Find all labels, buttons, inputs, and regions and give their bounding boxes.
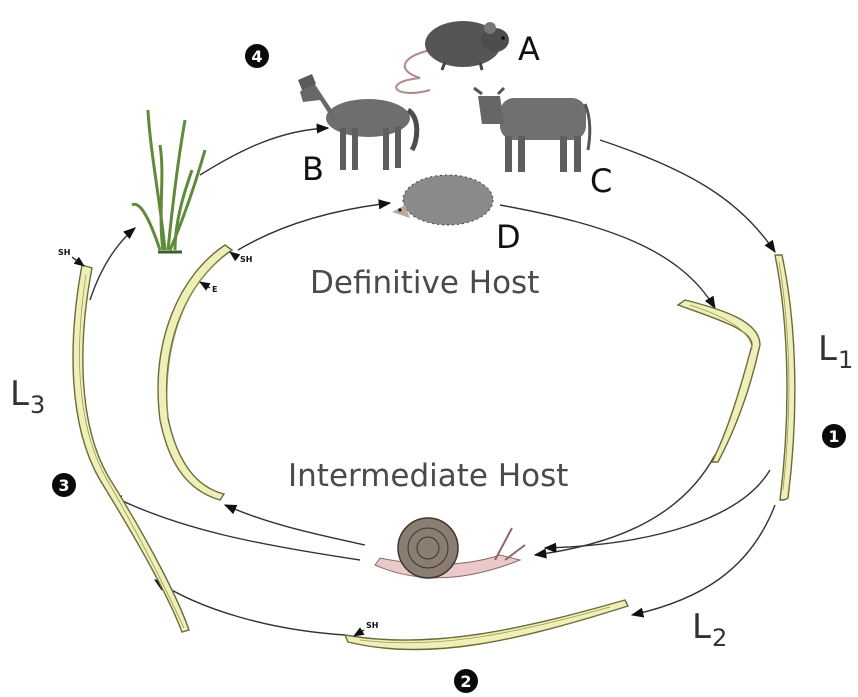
host-label-d: D [496,218,521,256]
arrow-l3-to-grass [90,228,135,300]
host-label-c: C [590,162,612,200]
intermediate-host-label: Intermediate Host [288,458,568,494]
mark-sh-e-larva: SH [240,255,252,264]
definitive-host-label: Definitive Host [310,265,539,301]
arrow-l1-to-snail [545,470,770,548]
stage-label-l3: L 3 [10,374,45,419]
hedgehog-icon [392,175,493,225]
arrow-snail-to-e-larva [225,505,365,545]
step-3-badge: 3 [52,473,76,497]
rat-icon [396,21,509,93]
step-1-badge: 1 [822,424,846,448]
mark-sh-l3: SH [58,248,70,257]
svg-text:1: 1 [828,427,839,446]
step-2-badge: 2 [454,669,478,693]
larva-e [158,245,232,500]
svg-text:1: 1 [838,346,853,374]
cow-icon [474,88,590,172]
larva-inner-right [678,300,760,462]
stage-label-l2: L 2 [692,607,727,652]
host-label-a: A [518,30,540,68]
snail-icon [375,518,525,578]
svg-text:L: L [818,329,837,369]
svg-text:3: 3 [30,391,45,419]
arrow-l1-to-l2 [632,505,775,615]
grass-icon [132,110,205,252]
svg-text:4: 4 [251,47,262,66]
mark-e: E [212,285,217,294]
svg-text:L: L [692,607,711,647]
stage-label-l1: L 1 [818,329,853,374]
svg-text:2: 2 [460,672,471,691]
host-label-b: B [302,150,324,188]
mark-sh-l2: SH [366,621,378,630]
svg-text:2: 2 [712,624,727,652]
svg-text:3: 3 [58,476,69,495]
step-4-badge: 4 [245,44,269,68]
arrow-e-larva-to-hedgehog [238,203,390,250]
larva-l1 [775,255,795,500]
arrow-cow-to-l1 [600,140,775,252]
larva-l2 [345,600,628,650]
svg-text:L: L [10,374,29,414]
